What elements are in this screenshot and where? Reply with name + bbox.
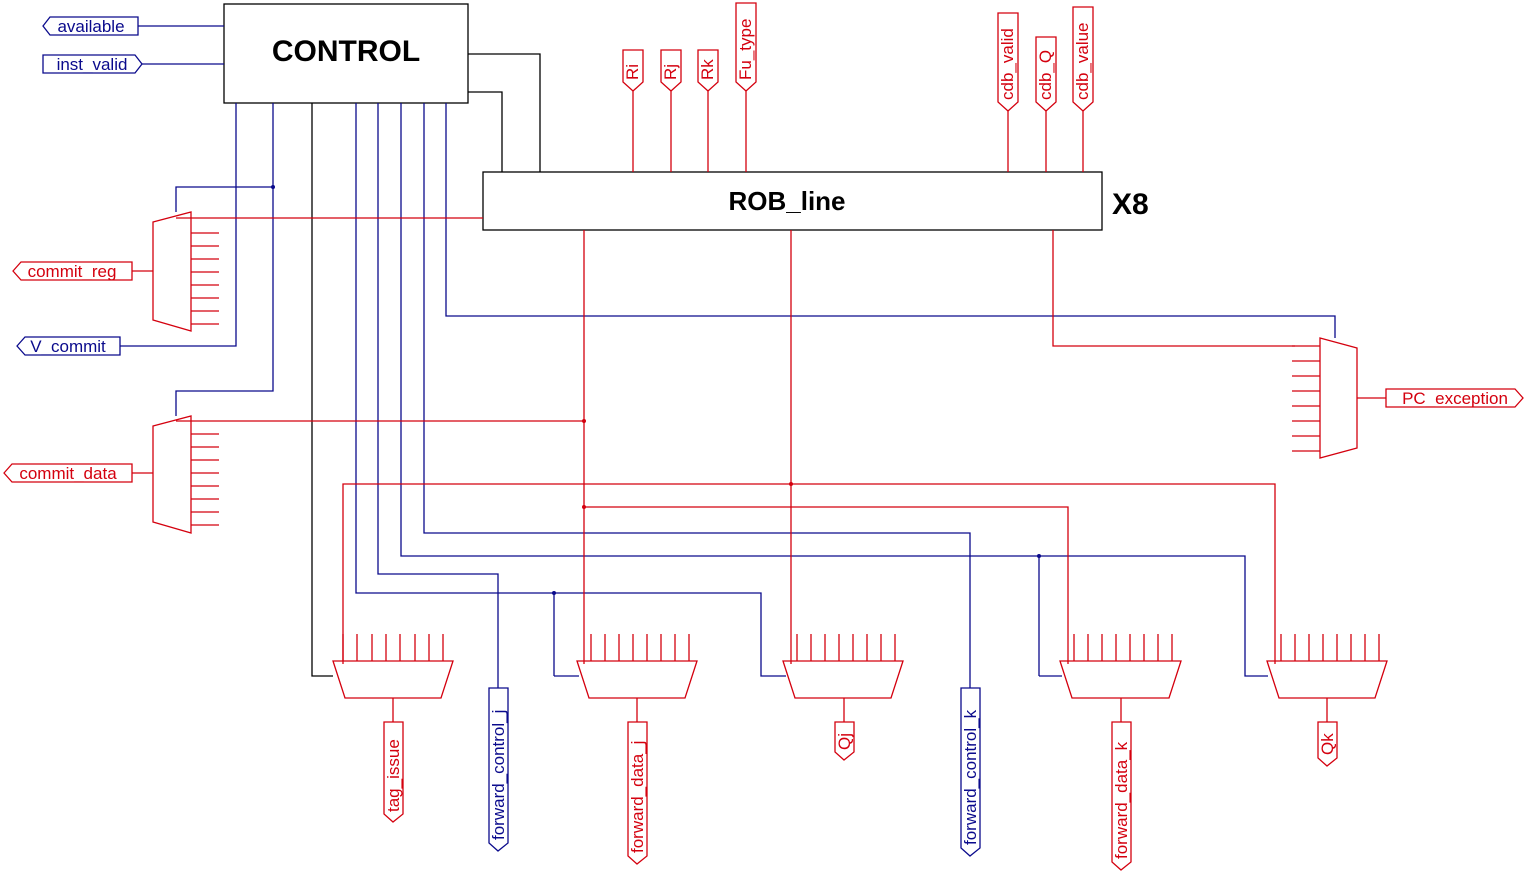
svg-text:forward_control_j: forward_control_j [489,710,508,840]
control-block-title: CONTROL [272,35,420,68]
svg-text:PC_exception: PC_exception [1402,389,1508,408]
port-inst-valid: inst_valid [42,54,143,74]
port-forward-control-j: forward_control_j [488,687,509,852]
mux-Qk [1266,634,1388,722]
port-Qj: Qj [834,721,855,761]
control-output-wires [120,103,1336,688]
mux-Qj [782,634,904,722]
junction-dot [789,482,793,486]
svg-text:forward_data_k: forward_data_k [1112,741,1131,859]
svg-text:forward_control_k: forward_control_k [961,709,980,845]
rob-output-wires [176,217,1386,664]
port-tag-issue: tag_issue [383,721,404,823]
port-Qk: Qk [1317,721,1338,767]
svg-text:Fu_type: Fu_type [736,19,755,80]
svg-text:Qk: Qk [1318,733,1337,755]
svg-text:V_commit: V_commit [30,337,106,356]
wire-control-rob-1 [468,53,541,172]
mux-pc-exception [1292,337,1358,459]
port-forward-control-k: forward_control_k [960,687,981,857]
svg-text:commit_reg: commit_reg [28,262,117,281]
port-cdb-valid: cdb_valid [997,12,1019,172]
wire-control-rob-2 [468,91,503,172]
mux-tag-issue [332,634,454,722]
svg-text:inst_valid: inst_valid [57,55,128,74]
mux-commit-data [152,415,219,534]
svg-text:available: available [57,17,124,36]
rob-line-title: ROB_line [728,186,845,216]
junction-dot [582,419,586,423]
port-Ri: Ri [622,49,644,172]
junction-dot [271,185,275,189]
port-PC-exception: PC_exception [1385,388,1524,408]
port-Fu-type: Fu_type [735,2,757,172]
rob-line-block: ROB_line [482,171,1103,231]
control-block: CONTROL [223,3,469,104]
svg-text:tag_issue: tag_issue [384,739,403,812]
port-commit-data: commit_data [3,463,153,483]
port-cdb-value: cdb_value [1072,6,1094,172]
svg-text:Rj: Rj [661,64,680,80]
port-V-commit: V_commit [16,336,121,356]
svg-text:Qj: Qj [835,733,854,750]
svg-text:cdb_valid: cdb_valid [998,28,1017,100]
svg-text:cdb_value: cdb_value [1073,22,1092,100]
junction-dot [1037,554,1041,558]
mux-forward-data-k [1059,634,1182,722]
port-available: available [42,16,139,36]
svg-text:Ri: Ri [623,64,642,80]
mux-forward-data-j [576,634,698,722]
port-forward-data-k: forward_data_k [1111,721,1132,871]
mux-commit-reg [152,211,219,332]
port-Rk: Rk [697,49,719,172]
port-cdb-Q: cdb_Q [1035,36,1057,172]
svg-text:forward_data_j: forward_data_j [628,741,647,853]
port-Rj: Rj [660,49,682,172]
port-commit-reg: commit_reg [12,261,153,281]
svg-text:cdb_Q: cdb_Q [1036,50,1055,100]
port-forward-data-j: forward_data_j [627,721,648,865]
svg-text:Rk: Rk [698,59,717,80]
svg-text:commit_data: commit_data [19,464,117,483]
multiplier-label: X8 [1112,188,1149,221]
junction-dot [552,591,556,595]
junction-dot [582,505,586,509]
